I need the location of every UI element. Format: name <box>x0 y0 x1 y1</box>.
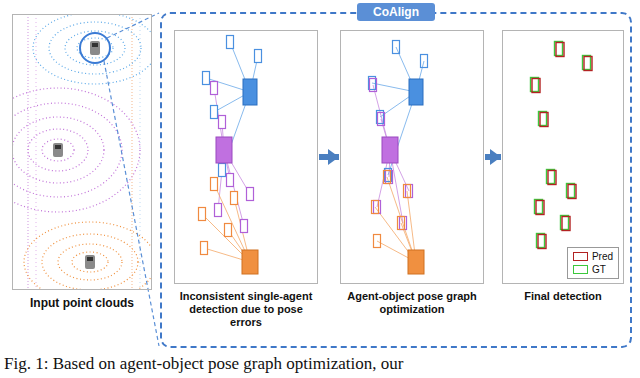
car-icon <box>53 41 100 269</box>
flow-arrow <box>319 154 339 160</box>
legend-swatch <box>573 265 588 274</box>
legend-text: Pred <box>592 250 613 263</box>
panel-frame <box>340 30 484 284</box>
region-tab: CoAlign <box>357 3 435 21</box>
stage-panel: Inconsistent single-agent detection due … <box>174 30 318 330</box>
panel-caption: Input point clouds <box>12 296 152 310</box>
panel-frame: PredGT <box>502 30 624 284</box>
flow-arrow <box>485 154 501 160</box>
panel-caption: Final detection <box>502 290 624 303</box>
stage-panel: Agent-object pose graph optimization <box>340 30 484 316</box>
panel-caption: Inconsistent single-agent detection due … <box>174 290 318 330</box>
final-detections <box>531 42 593 249</box>
stage-panel: PredGT Final detection <box>502 30 624 303</box>
panel-frame <box>174 30 318 284</box>
legend-box: PredGT <box>567 247 619 279</box>
figure-caption: Fig. 1: Based on agent-object pose graph… <box>4 354 403 374</box>
legend-item: Pred <box>573 250 613 263</box>
input-panel: Input point clouds <box>12 14 152 310</box>
panel-frame <box>12 14 152 290</box>
legend-item: GT <box>573 263 613 276</box>
coalign-region: CoAlignInconsistent single-agent detecti… <box>160 12 632 348</box>
optimized-detections <box>369 41 428 275</box>
zoom-circle <box>80 33 110 63</box>
legend-text: GT <box>592 263 606 276</box>
legend-swatch <box>573 252 588 261</box>
panel-caption: Agent-object pose graph optimization <box>340 290 484 316</box>
point-cloud <box>13 15 151 289</box>
inconsistent-detections <box>199 36 262 275</box>
